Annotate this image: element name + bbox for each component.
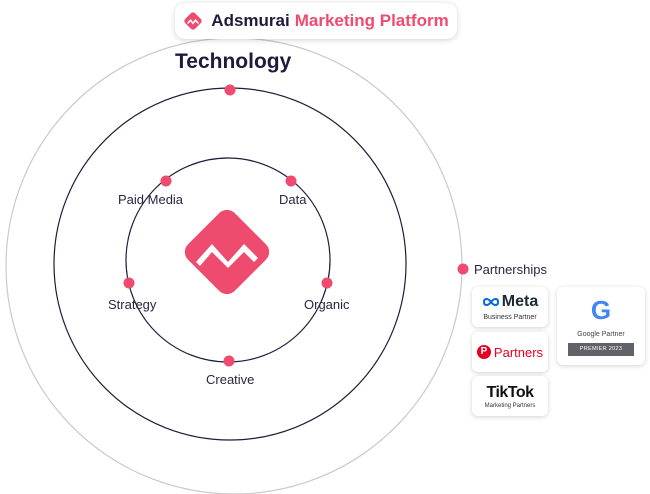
meta-name: Meta [501, 293, 539, 310]
organic-label: Organic [304, 297, 350, 312]
header-badge: Adsmurai Marketing Platform [175, 3, 457, 39]
adsmurai-logo-icon [184, 12, 202, 30]
partnerships-dot [457, 263, 469, 275]
data-label: Data [279, 192, 307, 207]
pinterest-partner-card: P Partners [472, 332, 548, 372]
tiktok-partner-card: TikTok Marketing Partners [472, 376, 548, 416]
product-name: Marketing Platform [294, 11, 449, 30]
technology-title: Technology [175, 50, 292, 73]
meta-subtitle: Business Partner [483, 314, 537, 321]
paid-media-dot [160, 175, 172, 187]
pinterest-name: Partners [493, 344, 544, 360]
strategy-label: Strategy [108, 297, 157, 312]
meta-infinity-icon [482, 298, 499, 306]
data-dot [285, 175, 297, 187]
meta-partner-card: Meta Business Partner [472, 287, 548, 327]
google-icon: G [590, 294, 612, 325]
adsmurai-center-logo-icon [184, 209, 270, 295]
google-subtitle: Google Partner [577, 330, 625, 338]
partnerships-label: Partnerships [474, 262, 547, 277]
pinterest-icon: P [476, 345, 491, 359]
creative-dot [223, 355, 235, 367]
organic-dot [321, 277, 333, 289]
strategy-dot [123, 277, 135, 289]
creative-label: Creative [206, 372, 255, 387]
tiktok-subtitle: Marketing Partners [484, 402, 536, 409]
technology-dot [224, 84, 236, 96]
tiktok-name: TikTok [486, 383, 534, 401]
google-partner-card: G Google Partner PREMIER 2023 [557, 287, 645, 365]
google-premier-badge: PREMIER 2023 [568, 342, 634, 356]
paid-media-label: Paid Media [118, 192, 184, 207]
brand-name: Adsmurai [211, 11, 290, 30]
